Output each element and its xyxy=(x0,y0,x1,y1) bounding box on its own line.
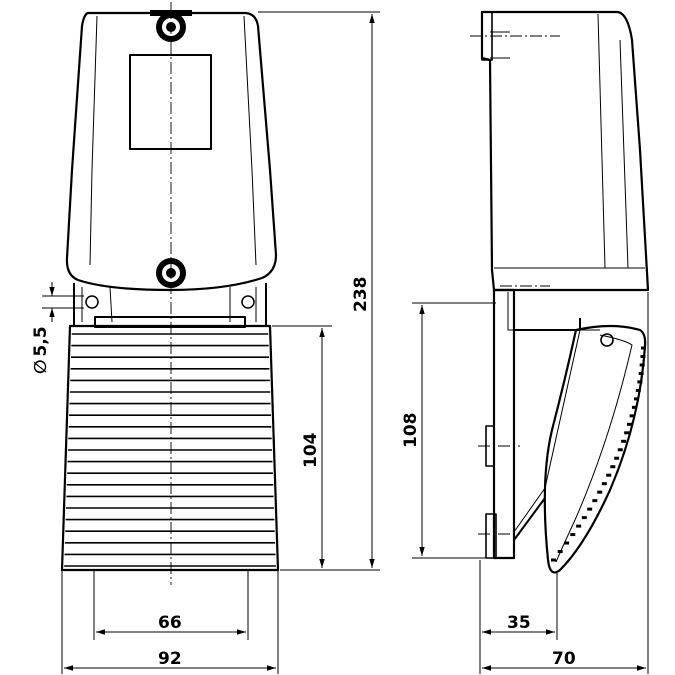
pedal-ribs xyxy=(64,333,276,567)
mount-hole-left-icon xyxy=(85,295,99,309)
side-view xyxy=(470,10,650,574)
front-label-window xyxy=(129,54,212,150)
pedal-tooth xyxy=(551,558,556,562)
pedal-tooth xyxy=(631,405,637,409)
pedal-tooth xyxy=(581,516,587,520)
pedal-tooth xyxy=(564,541,570,545)
pedal-tooth xyxy=(637,380,643,384)
pedal-tooth xyxy=(597,490,603,494)
pedal-tooth xyxy=(638,371,644,375)
svg-text:104: 104 xyxy=(301,432,321,468)
pedal-tooth xyxy=(610,465,616,469)
pedal-tooth xyxy=(624,431,630,435)
dim-pedal-height-front: 104 xyxy=(272,325,332,568)
svg-text:108: 108 xyxy=(401,413,421,449)
dim-pedal-width: 66 xyxy=(93,570,249,640)
pedal-tooth xyxy=(627,422,633,426)
pedal-tooth xyxy=(639,363,645,367)
pedal-tooth xyxy=(629,414,635,418)
pedal-tooth xyxy=(621,439,627,443)
pedal-tooth xyxy=(641,346,646,350)
dim-total-depth: 70 xyxy=(482,292,649,674)
dim-hole-diameter: ∅5,5 xyxy=(31,282,84,374)
svg-text:92: 92 xyxy=(158,649,182,669)
svg-text:35: 35 xyxy=(507,613,531,633)
pedal-tooth xyxy=(587,507,593,511)
dim-side-offset: 35 xyxy=(479,560,558,674)
pedal-tooth xyxy=(557,550,563,554)
mount-hole-right-icon xyxy=(241,295,255,309)
pedal-tooth xyxy=(633,397,639,401)
svg-text:∅5,5: ∅5,5 xyxy=(31,326,51,374)
pedal-tooth xyxy=(592,499,598,503)
front-view xyxy=(60,2,280,585)
pedal-tooth xyxy=(601,482,607,486)
pedal-tooth xyxy=(614,456,620,460)
pivot-icon xyxy=(600,333,614,347)
front-housing xyxy=(65,11,278,292)
dim-pedal-height-side: 108 xyxy=(401,302,496,559)
svg-text:66: 66 xyxy=(158,613,182,633)
pedal-tooth xyxy=(576,524,582,528)
pedal-tooth xyxy=(617,448,623,452)
pedal-tooth xyxy=(635,388,641,392)
pedal-tooth xyxy=(606,473,612,477)
side-mount-plate xyxy=(492,288,516,560)
pedal-tooth xyxy=(640,354,646,358)
pedal-tooth xyxy=(570,533,576,537)
side-pedal xyxy=(543,324,647,574)
pedal-teeth xyxy=(551,346,646,562)
front-pedal xyxy=(60,324,280,572)
side-housing xyxy=(480,10,650,292)
dim-total-height: 238 xyxy=(258,11,380,571)
dim-total-width: 92 xyxy=(61,570,279,674)
svg-text:70: 70 xyxy=(552,649,576,669)
svg-text:238: 238 xyxy=(351,277,371,313)
